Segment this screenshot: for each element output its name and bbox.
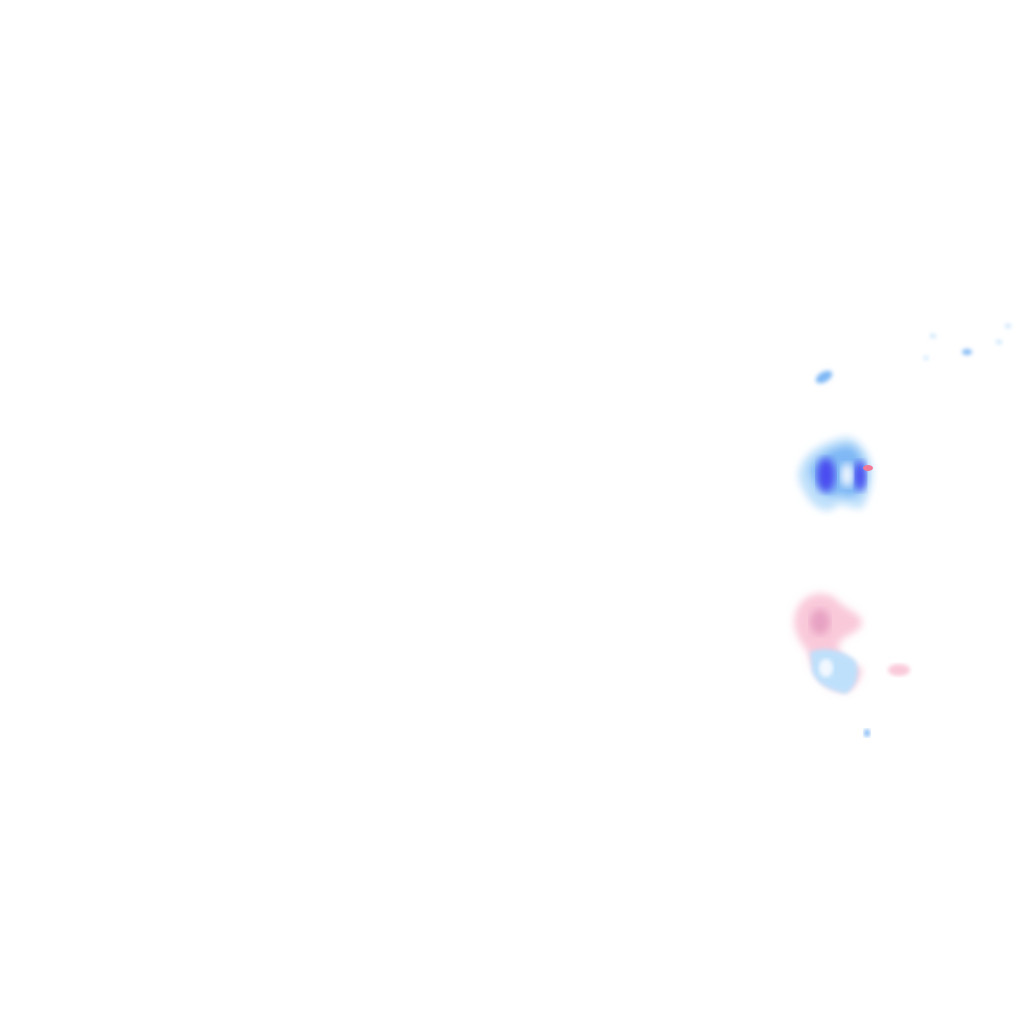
rain-cell-small-north <box>815 370 833 384</box>
rain-specks-northeast <box>924 324 1011 360</box>
rain-cell-main <box>798 437 873 511</box>
mixed-cell-south <box>794 593 910 737</box>
